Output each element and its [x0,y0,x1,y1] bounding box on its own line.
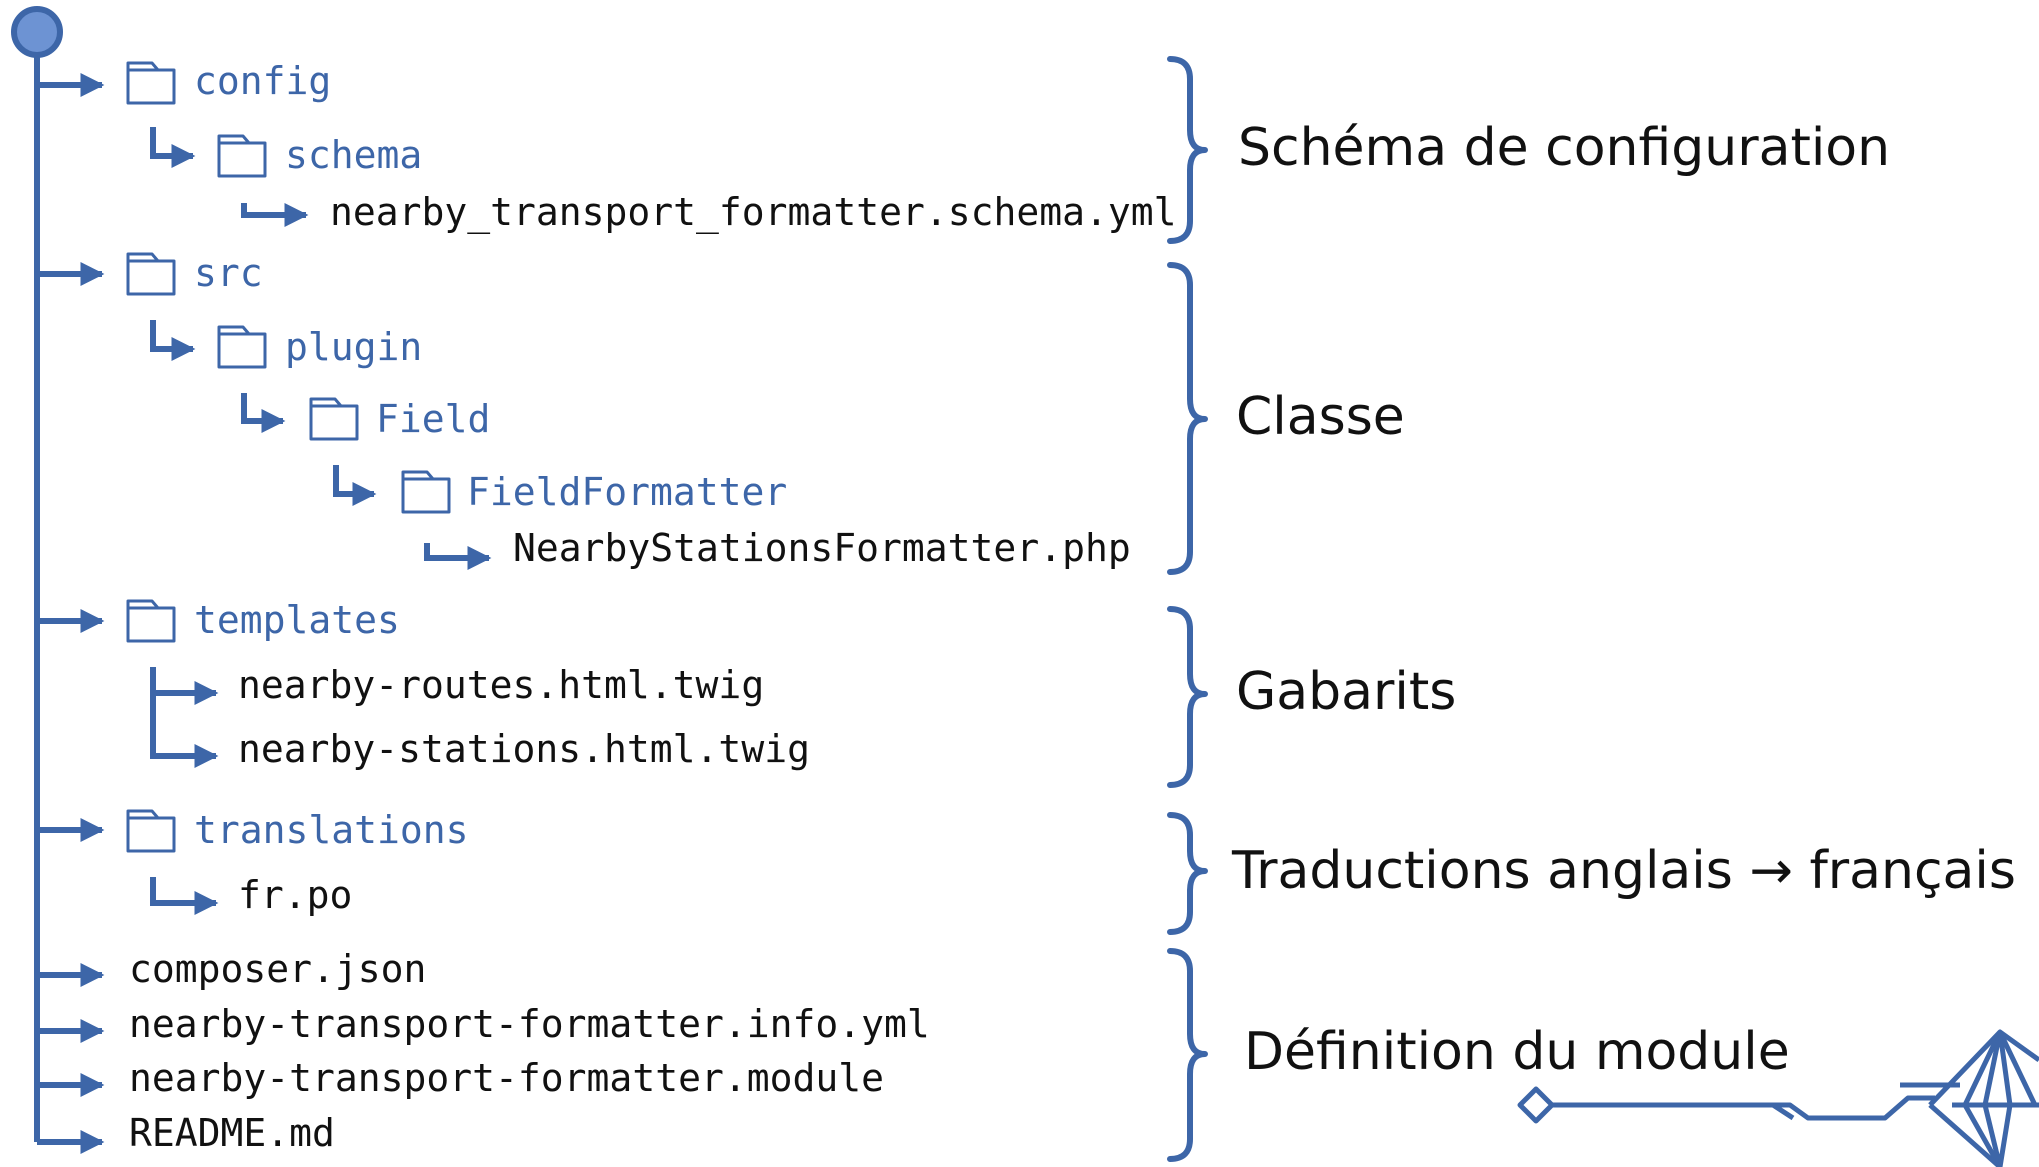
arrow-icon [150,877,219,915]
annotation-schema: Schéma de configuration [1238,118,1891,178]
annotation-gabarits: Gabarits [1236,662,1457,722]
brace-icon [1167,56,1208,244]
arrow-icon [150,127,196,168]
folder-icon [126,252,176,296]
folder-icon [126,599,176,643]
folder-templates-label: templates [194,598,400,642]
file-module: nearby-transport-formatter.module [129,1056,884,1100]
brace-icon [1167,948,1208,1162]
arrow-icon [150,693,219,768]
file-composer-json: composer.json [129,947,427,991]
folder-plugin-label: plugin [285,325,423,369]
brace-icon [1167,812,1208,935]
folder-src-label: src [194,251,263,295]
file-schema-yml: nearby_transport_formatter.schema.yml [330,190,1177,234]
arrow-icon [241,203,309,227]
folder-icon [309,397,359,441]
folder-translations-label: translations [194,808,469,852]
file-readme: README.md [129,1111,335,1155]
file-info-yml: nearby-transport-formatter.info.yml [129,1002,930,1046]
art-deco-ornament-icon [1517,1029,2039,1167]
arrow-icon [424,543,492,570]
folder-icon [126,809,176,853]
folder-schema-label: schema [285,133,423,177]
brace-icon [1167,262,1208,575]
file-routes-twig: nearby-routes.html.twig [238,663,765,707]
folder-fieldformatter-label: FieldFormatter [467,470,788,514]
arrow-icon [150,667,219,705]
annotation-definition: Définition du module [1244,1022,1790,1082]
folder-config-label: config [194,59,332,103]
file-formatter-php: NearbyStationsFormatter.php [513,526,1131,570]
folder-icon [217,325,267,369]
root-node-icon [11,6,63,58]
folder-icon [217,134,267,178]
annotation-classe: Classe [1236,387,1405,447]
arrow-icon [241,393,286,433]
annotation-traductions: Traductions anglais → français [1232,841,2016,901]
folder-icon [401,470,451,514]
file-stations-twig: nearby-stations.html.twig [238,727,810,771]
folder-icon [126,61,176,105]
arrow-icon [150,320,196,361]
folder-field-label: Field [376,397,491,441]
file-fr-po: fr.po [238,873,353,917]
arrow-icon [333,465,377,506]
brace-icon [1167,606,1208,788]
